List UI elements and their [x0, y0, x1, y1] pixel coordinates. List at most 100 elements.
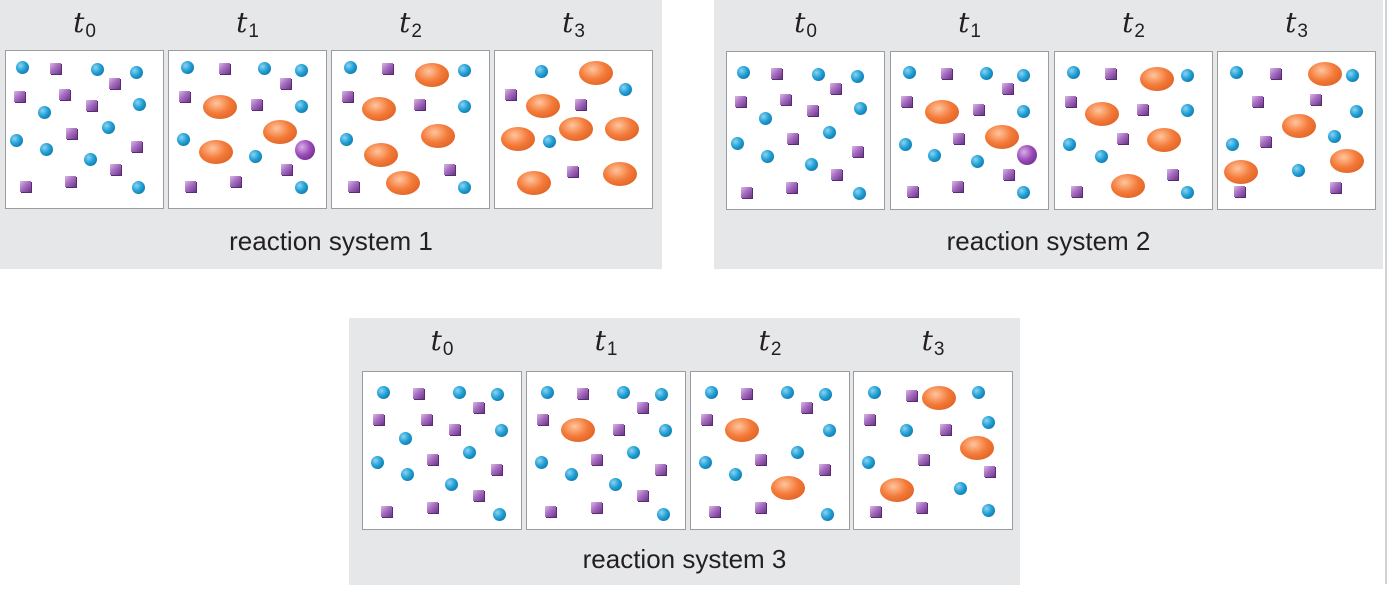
blue-sphere-particle — [1017, 105, 1030, 118]
blue-sphere-particle — [258, 62, 271, 75]
purple-cube-particle — [780, 94, 791, 105]
blue-sphere-particle — [453, 386, 466, 399]
purple-cube-particle — [545, 506, 556, 517]
blue-sphere-particle — [705, 386, 718, 399]
blue-sphere-particle — [1181, 186, 1194, 199]
purple-cube-particle — [786, 182, 797, 193]
blue-sphere-particle — [655, 388, 668, 401]
orange-product-particle — [1308, 62, 1342, 86]
blue-sphere-particle — [1017, 69, 1030, 82]
purple-cube-particle — [50, 63, 61, 74]
purple-cube-particle — [830, 83, 841, 94]
purple-cube-particle — [941, 68, 952, 79]
purple-cube-particle — [952, 181, 963, 192]
time-subscript: 2 — [1134, 21, 1145, 42]
purple-cube-particle — [219, 63, 230, 74]
snapshot-frame — [890, 51, 1049, 210]
blue-sphere-particle — [84, 153, 97, 166]
purple-cube-particle — [86, 100, 97, 111]
purple-cube-particle — [1252, 96, 1263, 107]
snapshot-frame — [726, 51, 885, 210]
orange-product-particle — [1282, 114, 1316, 138]
purple-cube-particle — [906, 390, 917, 401]
orange-product-particle — [362, 97, 396, 121]
blue-sphere-particle — [1067, 66, 1080, 79]
purple-cube-particle — [427, 502, 438, 513]
purple-cube-particle — [14, 91, 25, 102]
time-subscript: 3 — [933, 339, 945, 360]
blue-sphere-particle — [759, 112, 772, 125]
purple-cube-particle — [1260, 136, 1271, 147]
blue-sphere-particle — [371, 456, 384, 469]
time-subscript: 0 — [442, 339, 454, 360]
blue-sphere-particle — [868, 386, 881, 399]
time-symbol: t — [399, 6, 411, 39]
time-subscript: 3 — [574, 21, 585, 42]
blue-sphere-particle — [982, 504, 995, 517]
blue-sphere-particle — [972, 386, 985, 399]
blue-sphere-particle — [102, 121, 115, 134]
purple-cube-particle — [131, 141, 142, 152]
purple-cube-particle — [771, 68, 782, 79]
purple-cube-particle — [251, 99, 262, 110]
orange-product-particle — [605, 117, 639, 141]
blue-sphere-particle — [133, 98, 146, 111]
blue-sphere-particle — [340, 133, 353, 146]
purple-cube-particle — [916, 502, 927, 513]
blue-sphere-particle — [1226, 138, 1239, 151]
purple-cube-particle — [373, 414, 384, 425]
snapshot-frame — [1217, 51, 1376, 210]
blue-sphere-particle — [791, 446, 804, 459]
purple-cube-particle — [109, 78, 120, 89]
blue-sphere-particle — [1095, 150, 1108, 163]
purple-cube-particle — [755, 454, 766, 465]
blue-sphere-particle — [899, 138, 912, 151]
time-subscript: 0 — [85, 21, 96, 42]
blue-sphere-particle — [463, 446, 476, 459]
purple-cube-particle — [613, 424, 624, 435]
blue-sphere-particle — [377, 386, 390, 399]
blue-sphere-particle — [38, 106, 51, 119]
blue-sphere-particle — [819, 388, 832, 401]
orange-product-particle — [771, 476, 805, 500]
purple-cube-particle — [413, 388, 424, 399]
orange-product-particle — [1330, 149, 1364, 173]
blue-sphere-particle — [177, 133, 190, 146]
purple-cube-particle — [491, 464, 502, 475]
blue-sphere-particle — [491, 388, 504, 401]
blue-sphere-particle — [781, 386, 794, 399]
blue-sphere-particle — [823, 424, 836, 437]
orange-product-particle — [501, 127, 535, 151]
time-label: t2 — [690, 318, 850, 360]
blue-sphere-particle — [1350, 105, 1363, 118]
purple-cube-particle — [701, 414, 712, 425]
blue-sphere-particle — [565, 468, 578, 481]
purple-cube-particle — [591, 454, 602, 465]
purple-cube-particle — [801, 402, 812, 413]
blue-sphere-particle — [445, 478, 458, 491]
blue-sphere-particle — [980, 67, 993, 80]
time-subscript: 1 — [606, 339, 618, 360]
blue-sphere-particle — [399, 432, 412, 445]
blue-sphere-particle — [130, 66, 143, 79]
time-subscript: 2 — [411, 21, 422, 42]
system-label: reaction system 3 — [582, 544, 787, 574]
orange-product-particle — [960, 436, 994, 460]
snapshot-frame — [526, 371, 686, 530]
orange-product-particle — [203, 95, 237, 119]
orange-product-particle — [925, 100, 959, 124]
purple-cube-particle — [741, 388, 752, 399]
time-subscript: 2 — [770, 339, 782, 360]
purple-cube-particle — [1105, 68, 1116, 79]
purple-cube-particle — [1270, 68, 1281, 79]
snapshot-frame — [853, 371, 1013, 530]
time-label: t3 — [1217, 0, 1376, 42]
snapshot-frame — [362, 371, 522, 530]
time-symbol: t — [1285, 6, 1297, 39]
purple-cube-particle — [787, 133, 798, 144]
purple-cube-particle — [421, 414, 432, 425]
orange-product-particle — [1224, 160, 1258, 184]
blue-sphere-particle — [535, 456, 548, 469]
